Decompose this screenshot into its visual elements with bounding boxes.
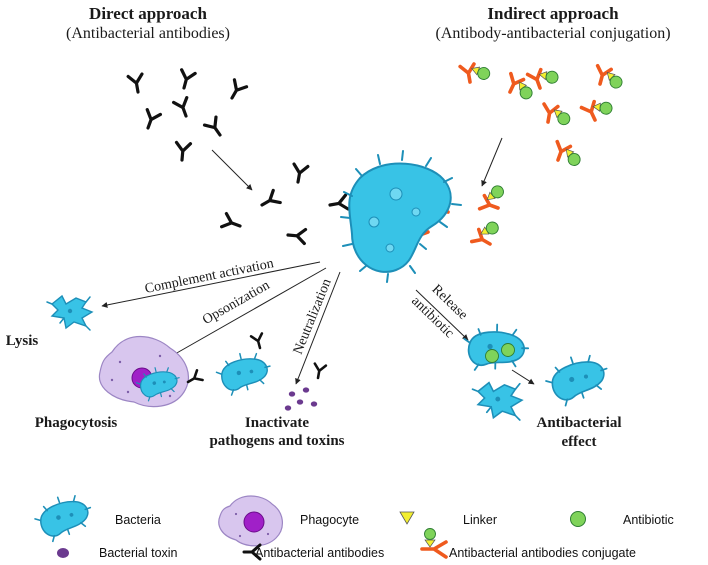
central-bacterium bbox=[340, 150, 462, 283]
inactivate-label-line1: Inactivate bbox=[245, 415, 309, 431]
neutralized-group bbox=[212, 332, 328, 411]
legend-phagocyte-swatch bbox=[218, 495, 283, 547]
lysis-label: Lysis bbox=[6, 333, 39, 349]
legend-antibiotic-label: Antibiotic bbox=[623, 513, 674, 527]
legend-bacteria-swatch bbox=[30, 484, 98, 547]
arrow-opsonization bbox=[167, 267, 327, 359]
legend-conjugate-label: Antibacterial antibodies conjugate bbox=[449, 546, 636, 560]
antibacterial-label-line2: effect bbox=[562, 434, 597, 450]
direct-approach-subtitle: (Antibacterial antibodies) bbox=[66, 25, 230, 42]
neutralization-label: Neutralization bbox=[291, 277, 335, 357]
arrow-direct-to-bacteria bbox=[211, 149, 253, 191]
arrow-indirect-to-bacteria bbox=[481, 137, 503, 187]
lysed-bacterium bbox=[46, 295, 93, 331]
direct-approach-title: Direct approach bbox=[89, 4, 207, 23]
inactivate-label-line2: pathogens and toxins bbox=[209, 433, 344, 449]
opsonization-label: Opsonization bbox=[200, 278, 272, 328]
legend-bacteria-label: Bacteria bbox=[115, 513, 161, 527]
free-antibody-cluster bbox=[126, 68, 249, 163]
phagocytosis-label: Phagocytosis bbox=[35, 415, 118, 431]
legend-linker-swatch bbox=[399, 511, 415, 525]
phagocyte-engulfing bbox=[98, 336, 204, 408]
legend-antibodies-label: Antibacterial antibodies bbox=[255, 546, 384, 560]
arrow-complement bbox=[101, 261, 321, 308]
antibacterial-label-line1: Antibacterial bbox=[537, 415, 622, 431]
legend-phagocyte-label: Phagocyte bbox=[300, 513, 359, 527]
legend-antibody-swatch bbox=[242, 543, 262, 561]
legend-toxin-label: Bacterial toxin bbox=[99, 546, 178, 560]
legend-linker-label: Linker bbox=[463, 513, 497, 527]
antibiotic-effect-group bbox=[461, 319, 615, 421]
indirect-approach-subtitle: (Antibody-antibacterial conjugation) bbox=[435, 25, 670, 42]
legend: Bacteria Phagocyte Linker Antibiotic Bac… bbox=[30, 484, 674, 561]
indirect-approach-title: Indirect approach bbox=[487, 4, 619, 23]
conjugate-cluster bbox=[458, 59, 627, 169]
legend-antibiotic-swatch bbox=[570, 511, 586, 527]
legend-conjugate-swatch bbox=[420, 528, 448, 559]
bound-antibodies bbox=[220, 162, 350, 246]
arrow-neutralization bbox=[295, 271, 341, 385]
legend-toxin-swatch bbox=[57, 548, 69, 558]
arrow-release bbox=[415, 289, 469, 341]
